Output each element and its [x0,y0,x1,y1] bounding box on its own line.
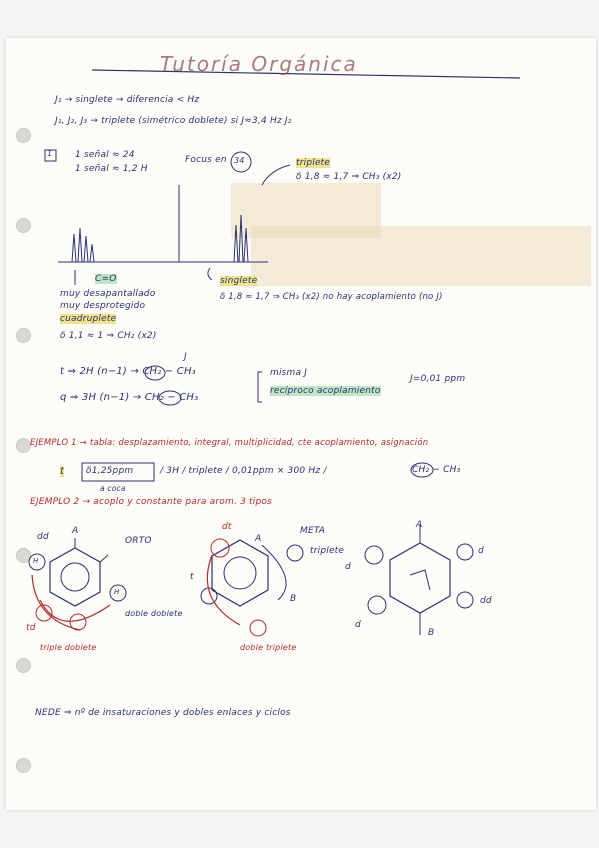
triplet-shift: δ 1,8 ≈ 1,7 ⇒ CH₃ (x2) [296,172,402,182]
label-d-2: d [478,546,484,556]
desc-2: muy desprotegido [60,301,146,311]
nede-line: NEDE ⇒ nº de insaturaciones y dobles enl… [35,708,291,718]
label-dt: dt [222,522,232,532]
punch-hole [16,128,31,143]
doble-triplete: doble triplete [240,643,297,652]
label-A-2: A [255,534,262,544]
doble-doblete-1: doble doblete [125,609,183,618]
t-line: t ⇒ 2H (n−1) → CH₂ − CH₃ [60,366,196,377]
ejemplo1-line: EJEMPLO 1 → tabla: desplazamiento, integ… [30,438,429,448]
ejemplo1-box: δ1,25ppm [86,466,134,476]
brace-note-2: recíproco acoplamiento [270,386,381,396]
punch-hole [16,548,31,563]
punch-hole [16,218,31,233]
label-d-1: d [345,562,351,572]
ejemplo1-t: t [60,466,65,477]
punch-hole [16,328,31,343]
problem-number: 1 [47,149,53,158]
intro-line-1: J₁ → singlete → diferencia < Hz [55,95,200,105]
h-1: H [33,557,39,565]
label-dd: dd [37,532,49,542]
label-A-1: A [72,526,79,536]
tape-strip [231,183,381,238]
label-A-3: A [416,520,423,530]
label-B-1: B [290,594,297,604]
brace-note-1: misma J [270,368,308,378]
j-mark: J [184,352,187,362]
label-td: td [26,623,36,633]
desc-3: cuadruplete [60,314,117,324]
equation-s: δ 1,1 ≈ 1 ⇒ CH₂ (x2) [60,331,157,341]
orto-label: ORTO [125,536,152,546]
tape-strip [251,226,591,286]
benzene-ring-para [364,525,474,635]
triplet-peaks [233,214,249,263]
page-title: Tutoría Orgánica [160,52,358,76]
label-d-3: d [355,620,361,630]
meta-label: META [300,526,326,536]
q-line: q ⇒ 3H (n−1) → CH₂ − CH₃ [60,392,199,403]
j-value: J=0,01 ppm [410,374,466,384]
focus-label: Focus en [185,155,227,165]
focus-circle: 34 [234,156,245,165]
ejemplo1-group: CH₂ − CH₃ [412,465,461,475]
singlet-label: singlete [220,276,258,286]
punch-hole [16,758,31,773]
co-label: C=O [95,274,117,284]
label-dd-2: dd [480,596,492,606]
benzene-ring-orto [28,538,127,631]
ejemplo2-line: EJEMPLO 2 → acoplo y constante para arom… [30,497,272,507]
punch-hole [16,438,31,453]
label-t: t [190,572,194,582]
triplet-note: triplete [296,158,331,168]
quartet-peaks [71,227,95,263]
benzene-ring-meta [200,538,304,637]
h-2: H [114,588,120,596]
punch-hole [16,658,31,673]
triple-doblete: triple doblete [40,643,97,652]
integral-2: 1 señal ≈ 1,2 H [75,164,148,174]
ejemplo1-note: a coca [100,484,126,493]
intro-line-2: J₁, J₂, J₃ → triplete (simétrico doblete… [55,116,292,126]
singlet-note: δ 1,8 ≈ 1,7 ⇒ CH₃ (x2) no hay acoplamien… [220,292,443,302]
integral-1: 1 señal ≈ 24 [75,150,135,160]
ejemplo1-rest: / 3H / triplete / 0,01ppm × 300 Hz / [160,466,327,476]
para-triplet: triplete [310,546,345,556]
label-B-2: B [428,628,435,638]
desc-1: muy desapantallado [60,289,156,299]
